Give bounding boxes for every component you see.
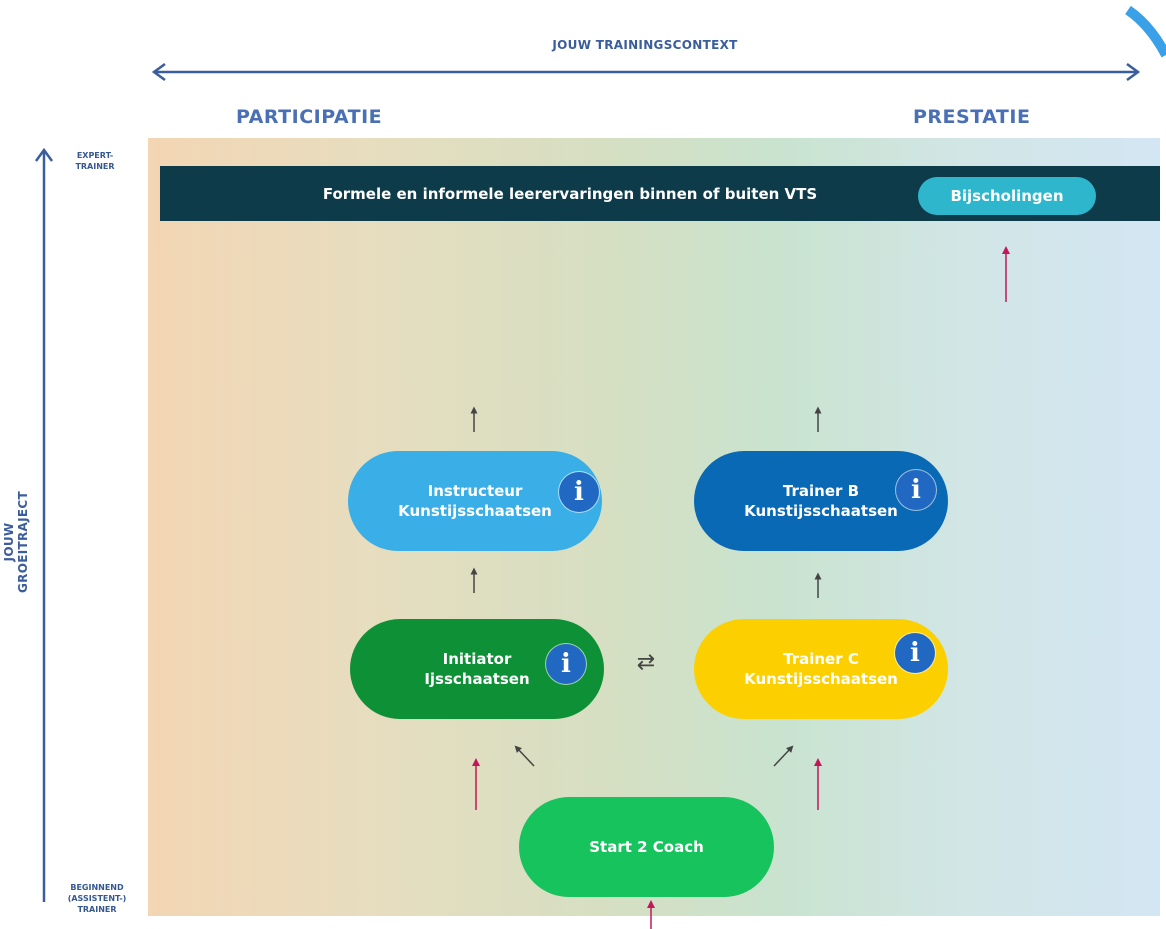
node-line1: Trainer C xyxy=(783,650,859,668)
initiator-info-icon[interactable]: i xyxy=(546,644,586,684)
prestatie-label: PRESTATIE xyxy=(913,106,1031,128)
context-gradient-panel xyxy=(148,138,1160,916)
node-line2: Kunstijsschaatsen xyxy=(744,502,898,520)
node-line1: Start 2 Coach xyxy=(589,838,704,856)
instructeur-kunstijsschaatsen-node[interactable]: Instructeur Kunstijsschaatsen xyxy=(348,451,602,551)
node-line1: Trainer B xyxy=(782,482,860,500)
node-line2: Ijsschaatsen xyxy=(424,670,530,688)
node-line2: Kunstijsschaatsen xyxy=(398,502,552,520)
arrow-start-to-trainer-c xyxy=(773,745,794,767)
participatie-label: PARTICIPATIE xyxy=(236,106,383,128)
trainer-b-info-icon[interactable]: i xyxy=(896,470,936,510)
node-line1: Instructeur xyxy=(427,482,523,500)
arrow-start-to-initiator xyxy=(514,745,535,767)
node-line1: Initiator xyxy=(442,650,512,668)
banner-text: Formele en informele leerervaringen binn… xyxy=(322,185,818,203)
bijscholingen-button[interactable]: Bijscholingen xyxy=(918,177,1096,215)
start-2-coach-node[interactable]: Start 2 Coach xyxy=(519,797,774,897)
initiator-ijsschaatsen-node[interactable]: Initiator Ijsschaatsen xyxy=(350,619,604,719)
beginnend-trainer-label: BEGINNEND (ASSISTENT-) TRAINER xyxy=(67,883,127,914)
node-line2: Kunstijsschaatsen xyxy=(744,670,898,688)
instructeur-info-icon[interactable]: i xyxy=(559,472,599,512)
expert-trainer-label: EXPERT- TRAINER xyxy=(75,151,115,171)
exchange-arrows-icon: ⇄ xyxy=(636,650,656,675)
context-axis-title: JOUW TRAININGSCONTEXT xyxy=(552,38,738,52)
trainer-c-info-icon[interactable]: i xyxy=(895,633,935,673)
